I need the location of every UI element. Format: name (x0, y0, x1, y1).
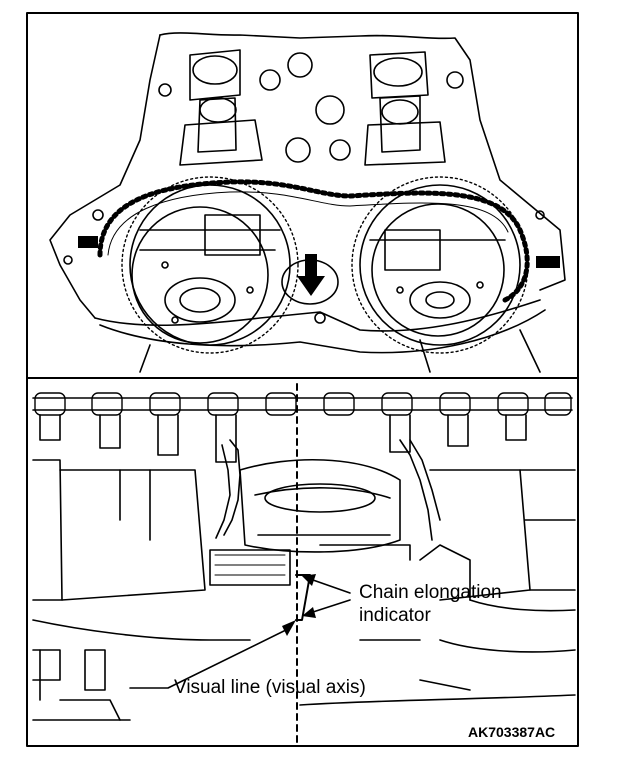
chain-indicator-label-line2: indicator (359, 605, 431, 626)
visual-line-leader (129, 627, 291, 689)
figure-frame (26, 12, 579, 747)
visual-line-label: Visual line (visual axis) (174, 677, 366, 698)
down-arrow-icon (297, 254, 325, 296)
chain-indicator-label-line1: Chain elongation (359, 582, 502, 603)
bottom-panel-chain-closeup (32, 392, 576, 721)
indicator-stem (295, 574, 311, 621)
top-panel-engine-head (49, 32, 566, 373)
visual-line-arrowhead-icon (282, 620, 296, 636)
timing-mark-right-icon (536, 256, 560, 268)
figure-code: AK703387AC (468, 724, 556, 740)
indicator-lower-arrowhead-icon (302, 607, 316, 618)
timing-mark-left-icon (78, 236, 98, 248)
indicator-lower-leader (312, 599, 351, 613)
indicator-upper-leader (312, 579, 351, 594)
